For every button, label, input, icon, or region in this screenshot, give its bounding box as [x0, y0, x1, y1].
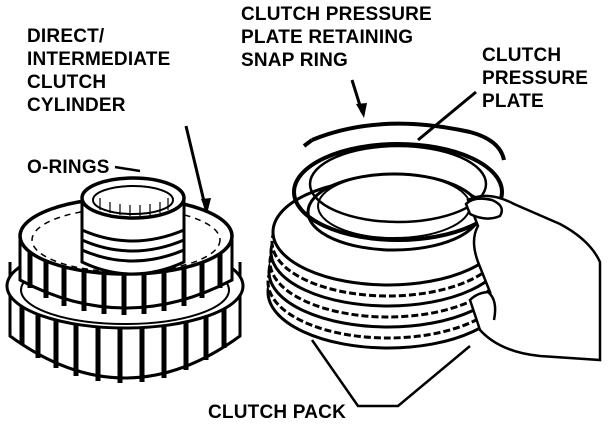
hand-drawing	[464, 194, 602, 362]
cylinder-label-line-2: INTERMEDIATE	[27, 49, 171, 70]
clutch-pack-drawing	[266, 121, 602, 362]
hand-thumb	[464, 197, 503, 220]
hub-inner-bore	[92, 185, 174, 215]
pressure-plate-label-line-3: PLATE	[482, 91, 544, 112]
hub-top-opening	[80, 176, 186, 220]
cylinder-upper-splines	[27, 252, 223, 315]
hand-finger-line	[487, 291, 497, 321]
label-snap-ring: CLUTCH PRESSURE PLATE RETAINING SNAP RIN…	[241, 4, 432, 71]
cylinder-leader-arrowhead	[201, 198, 211, 214]
snap-ring-end	[302, 138, 314, 148]
cylinder-label-line-4: CYLINDER	[27, 95, 126, 116]
o-rings-leader-line	[114, 165, 141, 173]
pressure-plate-ring	[292, 142, 504, 242]
pressure-plate-leader-line	[417, 90, 477, 142]
leader-lines	[114, 79, 477, 408]
clutch-pack-bracket	[310, 339, 471, 408]
label-clutch-pressure-plate: CLUTCH PRESSURE PLATE	[482, 45, 588, 112]
pressure-plate-label-line-2: PRESSURE	[482, 68, 588, 89]
snap-ring-leader-arrowhead	[356, 103, 367, 118]
o-rings-drawing	[81, 228, 185, 263]
snap-ring-label-line-1: CLUTCH PRESSURE	[241, 4, 432, 25]
snap-ring-arc	[311, 121, 506, 161]
hand-palm	[466, 194, 602, 362]
cylinder-label-line-1: DIRECT/	[27, 26, 105, 47]
label-direct-intermediate-clutch-cylinder: DIRECT/ INTERMEDIATE CLUTCH CYLINDER	[27, 26, 171, 116]
label-o-rings: O-RINGS	[27, 157, 110, 178]
pressure-plate-inner-edge	[308, 144, 488, 224]
snap-ring-label-line-3: SNAP RING	[241, 50, 348, 71]
cylinder-label-line-3: CLUTCH	[27, 72, 106, 93]
clutch-cylinder-drawing	[5, 176, 245, 383]
hub-bore-splines	[99, 198, 169, 216]
snap-ring-label-line-2: PLATE RETAINING	[241, 27, 413, 48]
pressure-plate-label-line-1: CLUTCH	[482, 45, 561, 66]
label-clutch-pack: CLUTCH PACK	[208, 402, 346, 423]
